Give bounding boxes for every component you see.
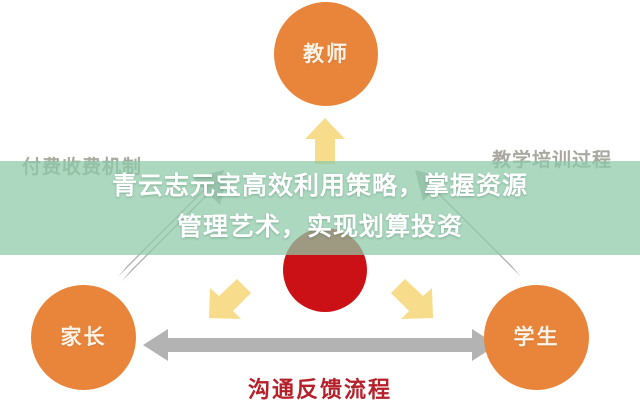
headline-overlay-band — [0, 161, 640, 255]
diagram-node-parent[interactable]: 家长 — [31, 285, 136, 390]
diagram-node-parent-label: 家长 — [60, 326, 107, 349]
arrow-parent-student-bidirectional-icon — [143, 329, 497, 361]
headline-text: 青云志元宝高效利用策略，掌握资源 管理艺术，实现划算投资 — [0, 166, 640, 248]
diagram-caption-bottom: 沟通反馈流程 — [247, 377, 392, 402]
arrow-hub-to-parent-icon — [209, 279, 251, 319]
diagram-node-student[interactable]: 学生 — [484, 285, 589, 390]
arrow-hub-to-teacher-icon — [305, 118, 345, 164]
diagram-node-student-label: 学生 — [513, 326, 560, 349]
arrow-hub-to-student-icon — [391, 279, 433, 319]
diagram-node-teacher[interactable]: 教师 — [274, 2, 378, 106]
headline-line-2: 管理艺术，实现划算投资 — [176, 213, 463, 241]
headline-line-1: 青云志元宝高效利用策略，掌握资源 — [111, 172, 528, 200]
diagram-node-teacher-label: 教师 — [303, 42, 349, 66]
